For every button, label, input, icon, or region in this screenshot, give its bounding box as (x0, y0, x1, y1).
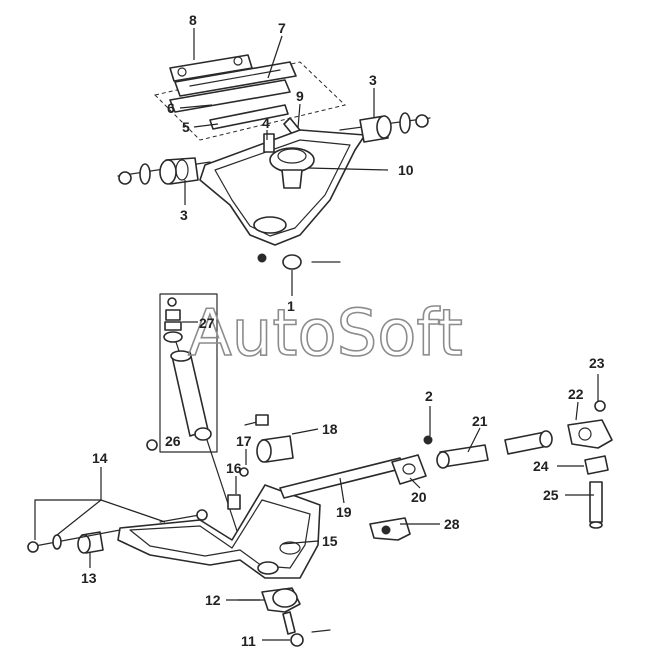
callout-5: 5 (182, 119, 190, 135)
strut-rod-assembly (279, 400, 613, 541)
callout-28: 28 (444, 516, 460, 532)
callout-26: 26 (165, 433, 181, 449)
callout-9: 9 (296, 88, 304, 104)
callout-2: 2 (425, 388, 433, 404)
callout-3: 3 (180, 207, 188, 223)
callout-19: 19 (336, 504, 352, 520)
callout-6: 6 (167, 100, 175, 116)
callout-8: 8 (189, 12, 197, 28)
callout-4: 4 (262, 115, 270, 131)
callout-23: 23 (589, 355, 605, 371)
watermark: AutoSoft (188, 297, 463, 371)
callout-3: 3 (369, 72, 377, 88)
callout-labels: 8 7 6 9 3 4 5 10 3 1 27 26 23 22 2 21 18… (81, 12, 605, 649)
callout-11: 11 (241, 633, 256, 649)
callout-17: 17 (236, 433, 252, 449)
callout-10: 10 (398, 162, 414, 178)
callout-16: 16 (226, 460, 242, 476)
callout-21: 21 (472, 413, 488, 429)
upper-arm-assembly (117, 54, 431, 270)
callout-14: 14 (92, 450, 108, 466)
callout-22: 22 (568, 386, 584, 402)
callout-27: 27 (199, 315, 215, 331)
callout-18: 18 (322, 421, 338, 437)
callout-20: 20 (411, 489, 427, 505)
callout-1: 1 (287, 298, 295, 314)
callout-7: 7 (278, 20, 286, 36)
lower-arm-assembly (27, 414, 331, 647)
callout-25: 25 (543, 487, 559, 503)
leader-lines (34, 28, 599, 641)
callout-15: 15 (322, 533, 338, 549)
shock-absorber-assembly (146, 293, 241, 541)
callout-13: 13 (81, 570, 97, 586)
callout-24: 24 (533, 458, 549, 474)
callout-12: 12 (205, 592, 221, 608)
